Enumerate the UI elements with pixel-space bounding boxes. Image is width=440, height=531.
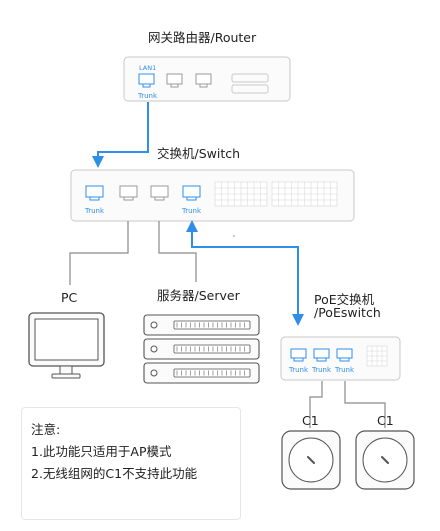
switch-device: Trunk Trunk [70,169,355,222]
poe-port-grid [366,345,388,367]
poe-switch-title-1: PoE交换机 [314,292,375,307]
switch-port-grid-2 [271,181,338,207]
note-line-2: 2.无线组网的C1不支持此功能 [31,466,198,481]
router-lan1-label: LAN1 [139,64,156,72]
server-icon [143,314,260,384]
server-label: 服务器/Server [157,288,240,303]
ap-right-label: C1 [377,413,394,428]
server-unit [143,338,260,360]
switch-trunk-label-1: Trunk [84,207,105,215]
poe-port-3 [336,348,353,362]
poe-ap-right-link [344,381,386,428]
router-title: 网关路由器/Router [148,30,257,45]
switch-port-grid-1 [214,181,268,207]
router-slot-2 [231,84,269,94]
switch-server-link [158,221,197,282]
poe-trunk-label-2: Trunk [311,366,332,374]
switch-title: 交换机/Switch [157,146,241,161]
switch-port-1 [85,185,104,201]
pc-icon [28,312,105,379]
poe-switch-title-2: /PoEswitch [314,305,381,320]
poe-trunk-label-1: Trunk [288,366,309,374]
switch-port-2 [119,185,138,201]
server-unit [143,362,260,384]
server-unit [143,314,260,336]
router-lan1-port [138,73,155,88]
switch-port-4 [182,185,201,201]
poe-port-1 [290,348,307,362]
poe-trunk-label-3: Trunk [334,366,355,374]
router-port-3 [195,73,212,88]
router-device: LAN1 Trunk [123,56,291,102]
note-box: 注意: 1.此功能只适用于AP模式 2.无线组网的C1不支持此功能 [21,407,241,520]
ap-left-device [281,430,341,490]
dot-mark [233,235,235,237]
router-port-2 [166,73,183,88]
switch-trunk-label-2: Trunk [181,207,202,215]
poe-ap-left-link [309,381,323,428]
switch-poe-link [186,220,304,326]
router-slot-1 [231,73,269,83]
router-trunk-label: Trunk [137,92,158,100]
note-line-1: 1.此功能只适用于AP模式 [31,444,172,459]
poe-switch-device: Trunk Trunk Trunk [280,336,401,381]
router-switch-link [92,102,149,168]
ap-right-device [355,430,415,490]
ap-left-label: C1 [302,413,319,428]
note-title: 注意: [31,422,61,437]
switch-port-3 [150,185,169,201]
switch-pc-link [69,221,129,285]
pc-label: PC [61,290,78,305]
poe-port-2 [313,348,330,362]
